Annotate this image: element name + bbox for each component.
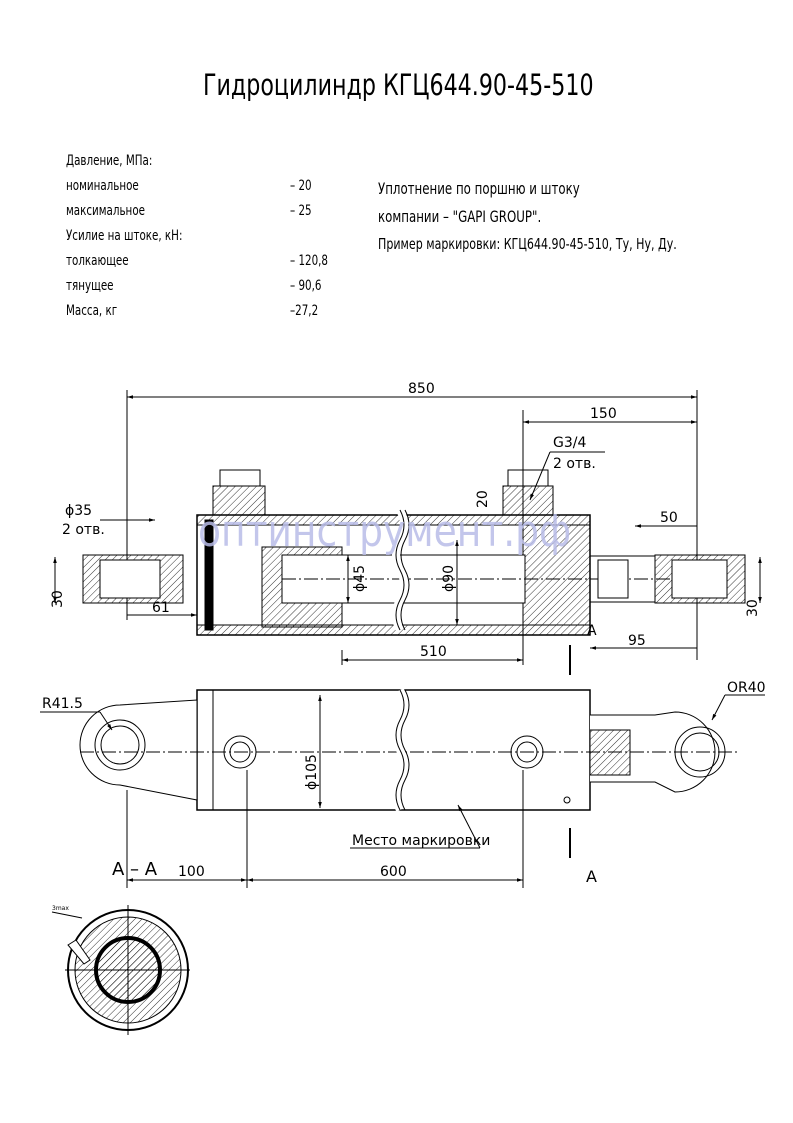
spec-label: максимальное [66, 203, 145, 219]
section-mark-bottom: A [586, 867, 597, 886]
dim-rod-dia: ϕ45 [352, 565, 368, 592]
section-title: A – A [112, 859, 158, 880]
note-line: компании – "GAPI GROUP". [378, 207, 542, 226]
spec-value: – 120,8 [290, 253, 329, 269]
pressure-heading: Давление, МПа: [66, 153, 153, 169]
spec-label: толкающее [66, 253, 129, 269]
dim-overall: 850 [408, 381, 435, 397]
dim-stroke: 510 [420, 644, 447, 660]
dim-right-eye: 50 [660, 510, 678, 526]
force-heading: Усилие на штоке, кН: [66, 228, 183, 244]
radius-left: R41.5 [42, 696, 83, 712]
dim-left-offset: 61 [152, 600, 170, 616]
spec-label: номинальное [66, 178, 139, 194]
radius-right: OR40 [727, 680, 766, 696]
spec-value: – 90,6 [290, 278, 322, 294]
hole-dia: ϕ35 [65, 503, 92, 519]
dim-bore-dia: ϕ90 [441, 565, 457, 592]
mass-value: –27,2 [290, 303, 319, 319]
port-count: 2 отв. [553, 456, 596, 472]
watermark: оптинструмент.рф [198, 506, 572, 557]
dim-100: 100 [178, 864, 205, 880]
dim-port-height: 20 [475, 490, 491, 508]
dim-eye-left: 30 [50, 590, 66, 608]
note-line: Уплотнение по поршню и штоку [378, 179, 580, 198]
spec-value: – 25 [290, 203, 312, 219]
dim-600: 600 [380, 864, 407, 880]
dim-right-offset: 95 [628, 633, 646, 649]
marking-place: Место маркировки [352, 833, 490, 849]
note-line: Пример маркировки: КГЦ644.90-45-510, Ту,… [378, 235, 677, 253]
dim-port-offset: 150 [590, 406, 617, 422]
hole-count: 2 отв. [62, 522, 105, 538]
port-thread: G3/4 [553, 435, 586, 451]
gap-label: 3max [52, 905, 69, 912]
spec-label: тянущее [66, 278, 114, 294]
dim-body-dia: ϕ105 [304, 754, 320, 790]
section-mark-top: A [587, 623, 597, 639]
spec-value: – 20 [290, 178, 312, 194]
mass-label: Масса, кг [66, 303, 118, 319]
dim-eye-right: 30 [745, 599, 761, 617]
drawing-title: Гидроцилиндр КГЦ644.90-45-510 [203, 68, 594, 102]
